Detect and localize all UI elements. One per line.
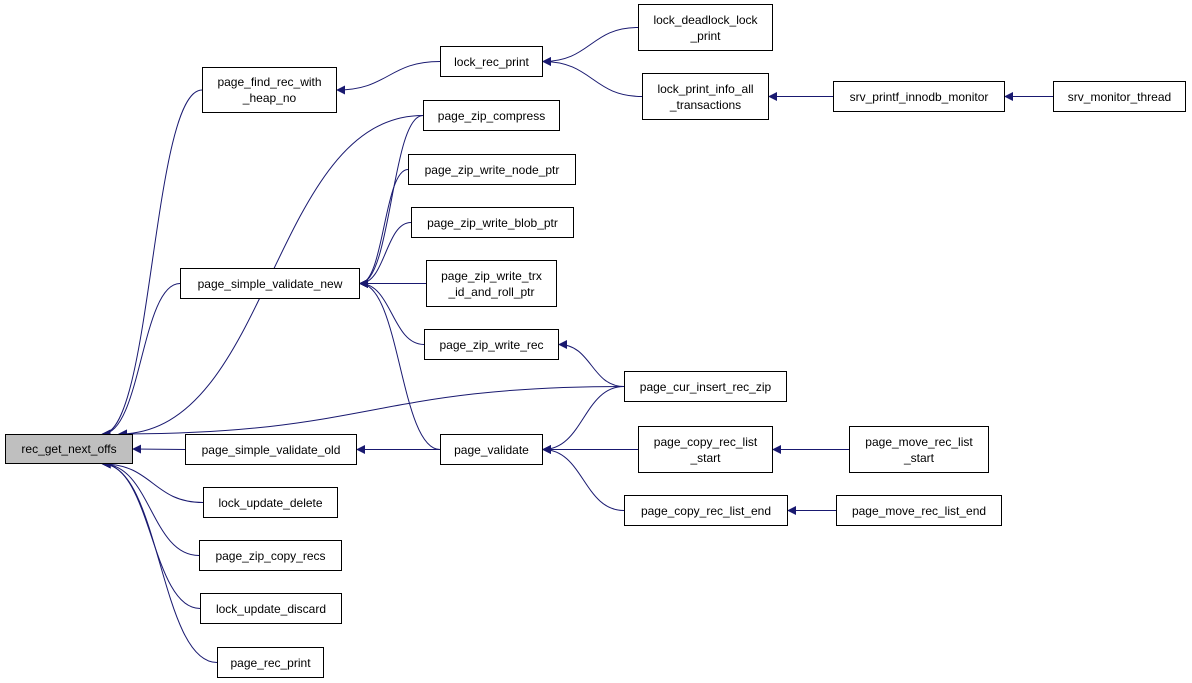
node-page-cur-insert-rec-zip[interactable]: page_cur_insert_rec_zip [624,371,787,402]
node-srv-monitor-thread[interactable]: srv_monitor_thread [1053,81,1186,112]
edge-page-simple-validate-old-to-rec-get-next-offs [132,444,186,454]
node-page-simple-validate-old[interactable]: page_simple_validate_old [185,434,357,465]
edge-page-zip-write-node-ptr-to-page-simple-validate-new [359,169,409,288]
edge-page-zip-compress-to-page-simple-validate-new [359,115,424,288]
edge-page-copy-rec-list-end-to-page-validate [542,445,625,511]
node-page-move-rec-list-end[interactable]: page_move_rec_list_end [836,495,1002,526]
edge-page-zip-copy-recs-to-rec-get-next-offs [101,459,200,556]
node-page-copy-rec-list-start[interactable]: page_copy_rec_list _start [638,426,773,473]
node-page-copy-rec-list-end[interactable]: page_copy_rec_list_end [624,495,788,526]
edge-page-cur-insert-rec-zip-to-rec-get-next-offs [118,386,625,439]
node-lock-print-info-all-transactions[interactable]: lock_print_info_all _transactions [642,73,769,120]
edge-page-cur-insert-rec-zip-to-page-zip-write-rec [558,340,625,387]
node-lock-rec-print[interactable]: lock_rec_print [440,46,543,77]
edge-lock-rec-print-to-page-find-rec-with-heap-no [336,61,441,95]
node-page-zip-copy-recs[interactable]: page_zip_copy_recs [199,540,342,571]
edge-lock-update-delete-to-rec-get-next-offs [101,459,204,503]
node-page-move-rec-list-start[interactable]: page_move_rec_list _start [849,426,989,473]
edge-page-find-rec-with-heap-no-to-rec-get-next-offs [101,89,203,439]
node-lock-update-discard[interactable]: lock_update_discard [200,593,342,624]
edge-lock-print-info-all-transactions-to-lock-rec-print [542,57,643,97]
edge-page-zip-write-rec-to-page-simple-validate-new [359,279,425,345]
node-rec-get-next-offs: rec_get_next_offs [5,434,133,464]
node-page-zip-write-trx-id-and-roll-ptr[interactable]: page_zip_write_trx _id_and_roll_ptr [426,260,557,307]
node-page-rec-print[interactable]: page_rec_print [217,647,324,678]
node-lock-deadlock-lock-print[interactable]: lock_deadlock_lock _print [638,4,773,51]
edge-lock-deadlock-lock-print-to-lock-rec-print [542,27,639,66]
edge-page-validate-to-page-simple-validate-new [359,279,441,450]
node-page-validate[interactable]: page_validate [440,434,543,465]
node-srv-printf-innodb-monitor[interactable]: srv_printf_innodb_monitor [833,81,1005,112]
node-page-zip-write-node-ptr[interactable]: page_zip_write_node_ptr [408,154,576,185]
node-page-simple-validate-new[interactable]: page_simple_validate_new [180,268,360,299]
edge-page-cur-insert-rec-zip-to-page-validate [542,386,625,454]
node-page-zip-write-blob-ptr[interactable]: page_zip_write_blob_ptr [411,207,574,238]
node-page-zip-compress[interactable]: page_zip_compress [423,100,560,131]
edge-page-rec-print-to-rec-get-next-offs [101,459,218,663]
node-page-find-rec-with-heap-no[interactable]: page_find_rec_with _heap_no [202,67,337,113]
node-page-zip-write-rec[interactable]: page_zip_write_rec [424,329,559,360]
node-lock-update-delete[interactable]: lock_update_delete [203,487,338,518]
edge-page-simple-validate-new-to-rec-get-next-offs [101,283,181,439]
